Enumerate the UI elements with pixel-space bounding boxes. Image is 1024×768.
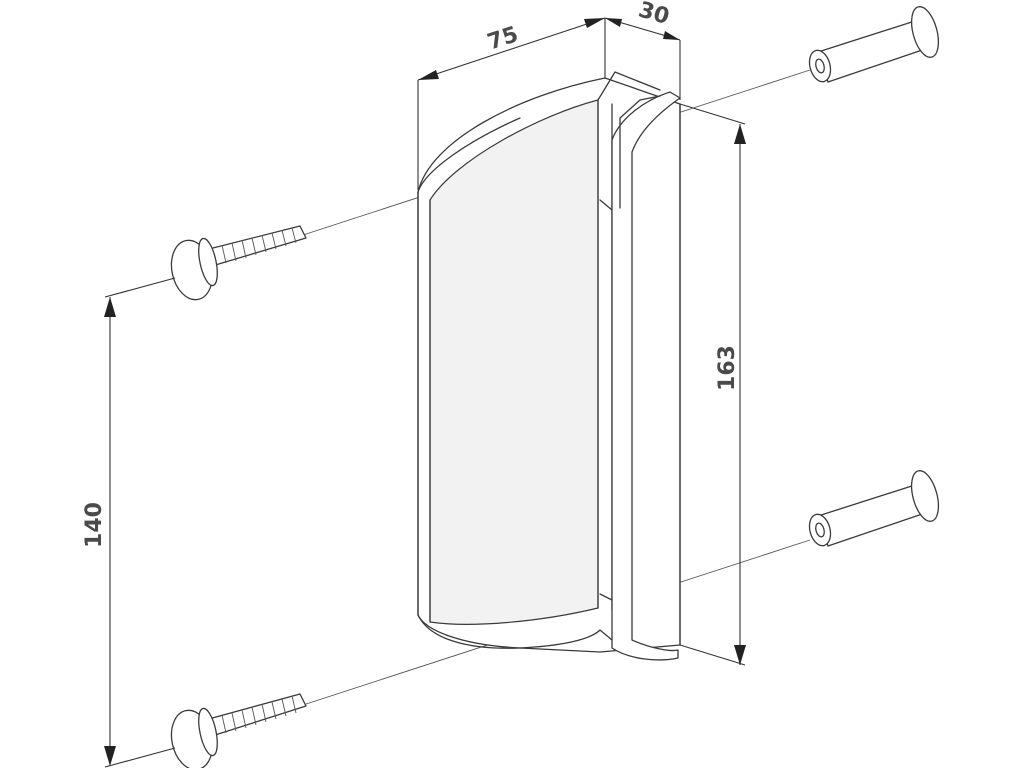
- height-label: 163: [715, 345, 740, 391]
- width-label: 75: [485, 22, 522, 55]
- dimension-height: 163: [679, 103, 746, 666]
- front-face: [429, 99, 599, 625]
- depth-label: 30: [636, 0, 672, 30]
- bolt-top-left: [170, 225, 307, 301]
- grip-lip: [611, 91, 681, 661]
- sleeve-nut-bottom: [808, 470, 940, 547]
- dimension-hole-spacing: 140: [82, 277, 176, 768]
- dimension-depth: 30: [604, 0, 681, 100]
- handle-body: [417, 71, 681, 661]
- hole-spacing-label: 140: [82, 502, 107, 548]
- bolt-bottom-left: [170, 693, 307, 768]
- sleeve-nut-top: [808, 6, 940, 83]
